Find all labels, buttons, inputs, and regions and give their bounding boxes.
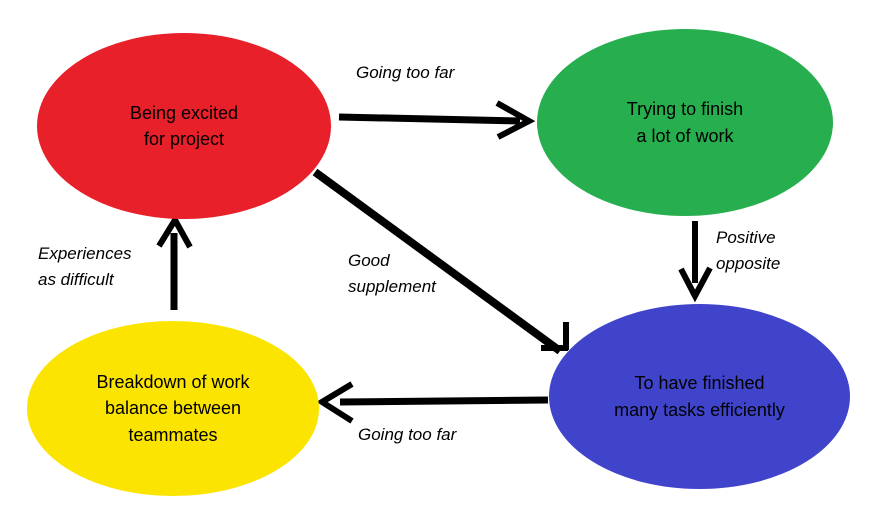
edge-label-going-too-far-top: Going too far [356,63,455,82]
node-label-finished-tasks: To have finished many tasks efficiently [614,373,785,420]
node-to-have-finished-many-tasks[interactable]: To have finished many tasks efficiently [549,304,850,489]
edge-finish-lot-to-finished-tasks [678,221,713,303]
node-label-excited: Being excited for project [129,102,239,149]
arrowhead-left-bottom [316,381,354,424]
edge-line-good-supplement [312,168,563,355]
edge-line-going-too-far-top [338,113,521,125]
node-label-finish-lot: Trying to finish a lot of work [626,99,744,146]
arrowhead-down-right [678,266,713,303]
arrowhead-right-top [495,100,536,140]
node-trying-to-finish-a-lot-of-work[interactable]: Trying to finish a lot of work [537,29,833,216]
node-breakdown-of-work-balance[interactable]: Breakdown of work balance between teamma… [27,321,319,496]
edge-excited-to-finished-tasks [312,168,569,355]
node-label-breakdown: Breakdown of work balance between teamma… [96,372,250,445]
edge-label-experiences-as-difficult: Experiences as difficult [38,244,132,289]
edge-label-positive-opposite: Positive opposite [716,228,781,273]
edge-breakdown-to-excited [156,214,193,310]
arrowhead-diagonal [541,322,569,351]
node-being-excited-for-project[interactable]: Being excited for project [37,33,331,219]
edge-line-going-too-far-bottom [339,396,549,406]
edge-label-good-supplement: Good supplement [348,251,436,296]
arrowhead-up-left [156,214,193,249]
edge-finished-tasks-to-breakdown [316,381,549,424]
edge-excited-to-finish-lot [338,100,536,140]
edge-label-going-too-far-bottom: Going too far [358,425,457,444]
